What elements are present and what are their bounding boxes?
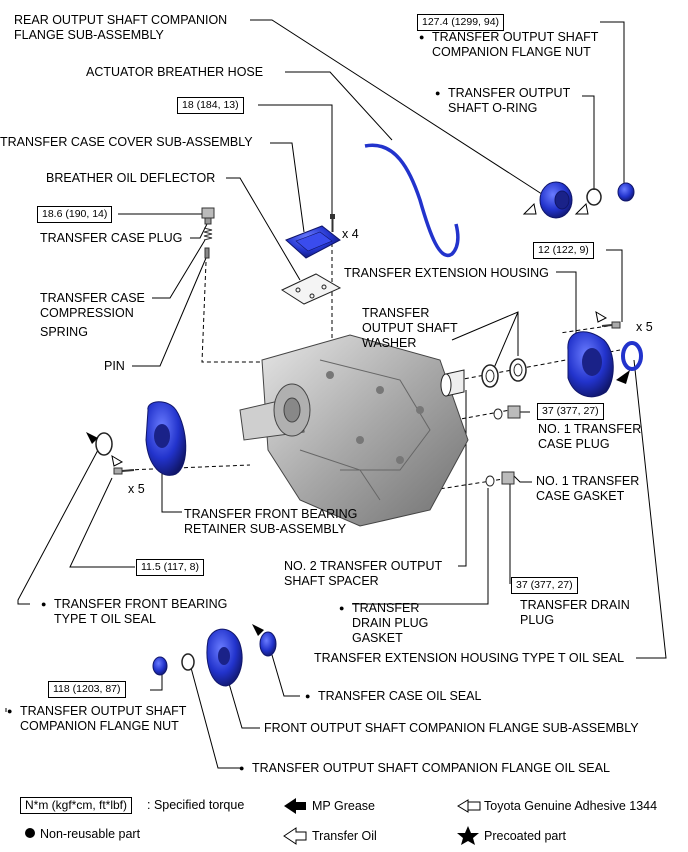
transfer-case-oil-seal [259,631,277,657]
transfer-case-plug-group [201,207,215,259]
extension-oil-seal [621,341,643,371]
label-deflector: BREATHER OIL DEFLECTOR [46,171,216,185]
adhesive-symbols [111,310,608,467]
label-x5-left: x 5 [128,482,145,496]
mp-grease-arrows [86,370,630,636]
torque-drain-plug: 37 (377, 27) [511,577,578,594]
torque-plug: 18.6 (190, 14) [37,206,113,223]
drain-plug [485,471,515,487]
torque-no1-plug: 37 (377, 27) [537,403,604,420]
torque-rear-nut: 127.4 (1299, 94) [417,14,505,31]
extension-bolt [601,321,621,329]
legend-torque-text: : Specified torque [147,798,245,812]
label-front-flange: FRONT OUTPUT SHAFT COMPANION FLANGE SUB-… [264,721,639,735]
legend-mp-grease-icon [284,798,306,814]
label-flange-oil-seal: TRANSFER OUTPUT SHAFT COMPANION FLANGE O… [239,761,610,776]
rear-companion-flange [539,181,573,219]
legend-mp-grease: MP Grease [312,799,375,813]
label-x5-right: x 5 [636,320,653,334]
front-companion-nut [152,656,168,676]
extension-housing [567,331,614,398]
label-actuator-hose: ACTUATOR BREATHER HOSE [86,65,264,79]
torque-front-retainer: 11.5 (117, 8) [136,559,204,576]
front-bearing-retainer [145,401,187,476]
torque-extension-bolt: 12 (122, 9) [533,242,594,259]
legend-precoated-icon [457,826,479,845]
legend-torque-box: N*m (kgf*cm, ft*lbf) [20,797,133,814]
legend-nonreusable-icon [25,828,35,838]
legend-transfer-oil-icon [283,827,307,845]
torque-front-nut: 118 (1203, 87) [48,681,126,698]
output-shaft-washers [481,358,527,388]
front-companion-flange [206,628,243,687]
transfer-oil-arrows [522,202,589,215]
label-cover: TRANSFER CASE COVER SUB-ASSEMBLY [0,135,253,149]
no1-case-plug [493,405,521,420]
transfer-case-body [239,334,469,527]
torque-cover: 18 (184, 13) [177,97,244,114]
label-case-plug: TRANSFER CASE PLUG [40,231,183,245]
label-pin: PIN [104,359,125,373]
legend-adhesive: Toyota Genuine Adhesive 1344 [484,799,658,813]
transfer-case-cover [285,225,341,259]
label-case-oil-seal: TRANSFER CASE OIL SEAL [305,689,482,704]
front-bearing-oil-seal [95,432,113,456]
legend-precoated: Precoated part [484,829,566,843]
legend-adhesive-icon [457,799,481,813]
label-x4: x 4 [342,227,359,241]
output-shaft-oring [586,188,602,206]
cover-bolt [330,214,335,232]
leader-lines [5,19,667,769]
actuator-breather-hose [364,143,460,258]
retainer-bolt [113,467,135,475]
legend-transfer-oil: Transfer Oil [312,829,377,843]
breather-oil-deflector [280,273,342,305]
legend-nonreusable: Non-reusable part [40,827,141,841]
no2-output-shaft-spacer [440,369,465,397]
label-extension-housing: TRANSFER EXTENSION HOUSING [344,266,549,280]
label-ext-oil-seal: TRANSFER EXTENSION HOUSING TYPE T OIL SE… [314,651,625,665]
flange-oil-seal-part [181,653,195,671]
rear-companion-nut [617,182,635,202]
